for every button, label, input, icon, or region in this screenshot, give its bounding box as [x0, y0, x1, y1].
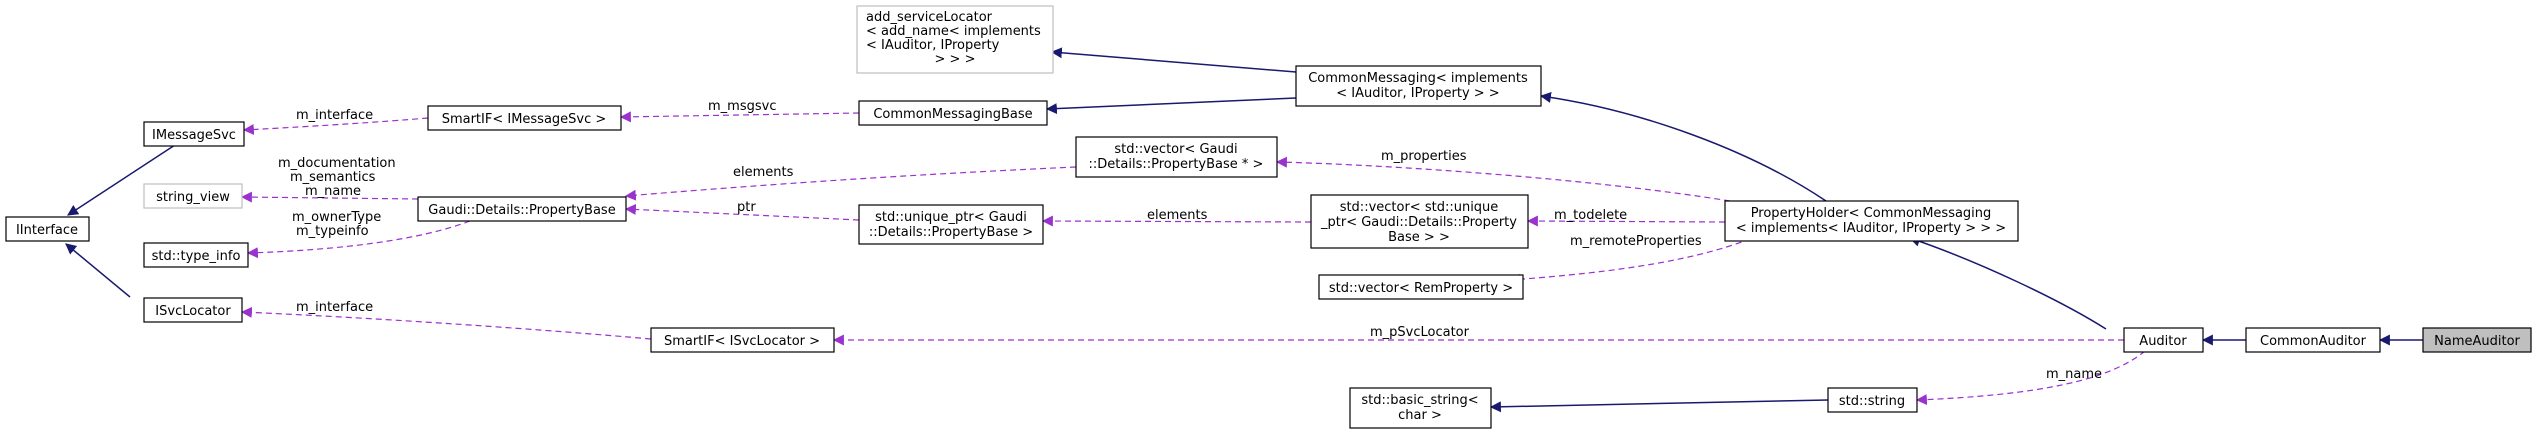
node-label-line: CommonMessaging< implements [1308, 71, 1528, 86]
edge-auditor-to-propertyholder [1908, 236, 2107, 330]
node-smartif-isvclocator: SmartIF< ISvcLocator > [650, 327, 835, 353]
node-type-info: std::type_info [143, 242, 249, 268]
node-unique-ptr-property-base: std::unique_ptr< Gaudi ::Details::Proper… [858, 204, 1044, 245]
edge-auditor-to-stdstring [1915, 350, 2146, 406]
node-std-string: std::string [1827, 387, 1918, 413]
node-label-line: std::unique_ptr< Gaudi [875, 210, 1027, 225]
node-auditor: Auditor [2123, 327, 2204, 353]
node-label-line: Base > > [1388, 230, 1450, 245]
node-label-line: ::Details::PropertyBase > [869, 225, 1033, 240]
edge-commonmessaging-to-addservicelocator [1050, 47, 1297, 73]
edge-propertyholder-to-vector-uniqueptr [1526, 215, 1726, 227]
edge-label-elements-unique: elements [1147, 208, 1208, 223]
edge-isvclocator-to-iinterface [65, 243, 131, 298]
edge-label-m-remoteproperties: m_remoteProperties [1570, 234, 1702, 249]
edge-stdstring-to-basicstring [1489, 399, 1829, 413]
node-label-line: std::string [1839, 394, 1905, 409]
edge-label-m-interface-msg: m_interface [296, 108, 373, 123]
edge-propertybase-to-typeinfo [246, 220, 471, 259]
edge-label-elements-vec: elements [733, 165, 794, 180]
node-vector-remproperty: std::vector< RemProperty > [1318, 274, 1524, 300]
edge-uniqueptr-to-propertybase [624, 203, 860, 221]
node-label-line: ::Details::PropertyBase * > [1089, 157, 1264, 172]
edge-label-m-semantics: m_semantics [290, 170, 376, 185]
node-common-auditor: CommonAuditor [2245, 327, 2381, 353]
node-label-line: std::vector< RemProperty > [1329, 281, 1513, 296]
node-basic-string: std::basic_string< char > [1349, 387, 1492, 429]
node-string-view: string_view [143, 183, 243, 209]
node-label-line: PropertyHolder< CommonMessaging [1751, 206, 1992, 221]
edge-label-m-properties: m_properties [1381, 149, 1467, 164]
node-label-line: std::vector< std::unique [1340, 200, 1499, 215]
edge-label-m-todelete: m_todelete [1554, 208, 1627, 223]
node-label-line: std::vector< Gaudi [1114, 142, 1237, 157]
node-label-line: ISvcLocator [155, 304, 231, 319]
edge-propertyholder-to-commonmessaging [1539, 91, 1827, 202]
node-property-base: Gaudi::Details::PropertyBase [417, 196, 627, 222]
node-common-messaging: CommonMessaging< implements < IAuditor, … [1295, 65, 1542, 107]
edge-label-m-msgsvc: m_msgsvc [708, 99, 776, 114]
node-common-messaging-base: CommonMessagingBase [858, 100, 1048, 126]
node-label-line: add_serviceLocator [866, 10, 993, 25]
node-vector-unique-ptr: std::vector< std::unique _ptr< Gaudi::De… [1310, 194, 1529, 249]
node-label-line: char > [1398, 408, 1442, 423]
node-label-line: _ptr< Gaudi::Details::Property [1320, 215, 1517, 230]
node-label-line: < IAuditor, IProperty [866, 38, 1000, 53]
node-iinterface: IInterface [5, 216, 90, 242]
node-imessagesvc: IMessageSvc [143, 121, 245, 147]
edge-label-m-typeinfo: m_typeinfo [296, 224, 369, 239]
edge-label-m-interface-svc: m_interface [296, 300, 373, 315]
edge-vector-propertybase-to-propertybase [624, 166, 1077, 201]
node-label-line: < IAuditor, IProperty > > [1336, 86, 1499, 101]
node-label-line: string_view [156, 190, 230, 205]
node-label-line: SmartIF< ISvcLocator > [664, 334, 820, 349]
node-label-line: < add_name< implements [866, 24, 1041, 39]
edge-smartif-imessagesvc-to-imessagesvc [242, 117, 429, 135]
node-smartif-imessagesvc: SmartIF< IMessageSvc > [427, 105, 622, 131]
edge-imessagesvc-to-iinterface [67, 144, 176, 216]
edge-label-m-psvclocator: m_pSvcLocator [1370, 325, 1470, 340]
edge-propertyholder-to-vector-remproperty [1508, 234, 1761, 285]
node-isvclocator: ISvcLocator [143, 297, 243, 323]
node-label-line: CommonMessagingBase [873, 107, 1032, 122]
node-label-line: < implements< IAuditor, IProperty > > > [1736, 221, 2006, 236]
node-label-line: std::basic_string< [1361, 393, 1478, 408]
node-label-line: IInterface [16, 223, 78, 238]
edge-label-m-ownertype: m_ownerType [292, 210, 381, 225]
edge-commonmessagingbase-to-commonmessaging [1045, 97, 1297, 115]
edge-propertyholder-to-vector-propertybase [1275, 156, 1731, 202]
node-label-line: std::type_info [152, 249, 241, 264]
node-label-line: NameAuditor [2434, 334, 2520, 349]
edge-label-ptr: ptr [737, 200, 756, 215]
node-property-holder: PropertyHolder< CommonMessaging < implem… [1724, 200, 2019, 242]
node-label-line: CommonAuditor [2260, 334, 2367, 349]
node-label-line: Gaudi::Details::PropertyBase [428, 203, 615, 218]
edge-smartif-isvclocator-to-isvclocator [240, 306, 652, 340]
edge-label-m-name-sv: m_name [305, 184, 361, 199]
node-vector-property-base-ptr: std::vector< Gaudi ::Details::PropertyBa… [1075, 136, 1278, 178]
edge-label-m-name-str: m_name [2046, 367, 2102, 382]
node-label-line: Auditor [2139, 334, 2187, 349]
node-label-line: > > > [935, 52, 976, 67]
edge-vector-uniqueptr-to-uniqueptr [1041, 215, 1312, 227]
node-add-servicelocator: add_serviceLocator < add_name< implement… [856, 5, 1054, 74]
node-label-line: SmartIF< IMessageSvc > [442, 112, 607, 127]
node-name-auditor[interactable]: NameAuditor [2422, 327, 2532, 353]
edge-label-m-documentation: m_documentation [278, 156, 396, 171]
node-label-line: IMessageSvc [152, 128, 236, 143]
